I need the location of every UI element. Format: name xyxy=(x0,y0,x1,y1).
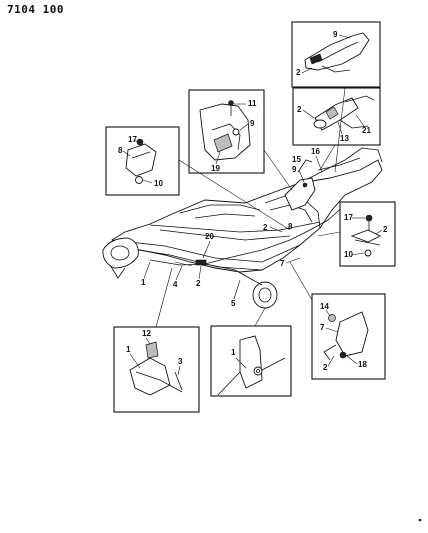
left-callout-8: 8 xyxy=(118,146,123,155)
callout-4: 4 xyxy=(173,280,178,289)
callout-2: 2 xyxy=(196,279,201,288)
callout-15: 15 xyxy=(292,155,301,164)
vehicle-underbody xyxy=(102,147,383,309)
callout-7: 7 xyxy=(280,259,285,268)
left-callout-17: 17 xyxy=(128,135,137,144)
top-callout-9: 9 xyxy=(333,30,338,39)
detail-box-bottom-right: 14 7 2 18 xyxy=(311,293,386,380)
callout-8: 8 xyxy=(288,222,293,231)
br-callout-14: 14 xyxy=(320,302,329,311)
callout-20: 20 xyxy=(205,232,214,241)
callout-9: 9 xyxy=(292,165,297,174)
bracket-callout-9: 9 xyxy=(250,119,255,128)
callout-5: 5 xyxy=(231,299,236,308)
detail-box-pedal: 9 2 xyxy=(291,21,381,88)
bm-callout-1: 1 xyxy=(231,348,236,357)
detail-box-right-clip: 17 2 10 xyxy=(339,201,396,267)
right-callout-10: 10 xyxy=(344,250,353,259)
mid-callout-2: 2 xyxy=(297,105,302,114)
mid-callout-21: 21 xyxy=(362,126,371,135)
callout-1: 1 xyxy=(141,278,146,287)
detail-box-bottom-middle: 1 xyxy=(210,325,292,397)
bl-callout-1: 1 xyxy=(126,345,131,354)
callout-2-right: 2 xyxy=(263,223,268,232)
bl-callout-12: 12 xyxy=(142,329,151,338)
detail-box-cable-end: 2 13 21 xyxy=(292,87,381,146)
br-callout-7: 7 xyxy=(320,323,325,332)
bracket-callout-11: 11 xyxy=(248,99,257,108)
right-callout-2: 2 xyxy=(383,225,388,234)
main-callouts: 1 2 4 5 20 7 2 8 15 9 16 xyxy=(141,147,323,308)
mid-callout-13: 13 xyxy=(340,134,349,143)
detail-box-bottom-left: 12 1 3 xyxy=(113,326,200,413)
right-callout-17: 17 xyxy=(344,213,353,222)
detail-box-left-clip: 17 8 10 xyxy=(105,126,180,196)
callout-16: 16 xyxy=(311,147,320,156)
br-callout-18: 18 xyxy=(358,360,367,369)
br-callout-2: 2 xyxy=(323,363,328,372)
left-callout-10: 10 xyxy=(154,179,163,188)
bl-callout-3: 3 xyxy=(178,357,183,366)
detail-box-bracket: 11 9 19 xyxy=(188,89,265,174)
top-callout-2: 2 xyxy=(296,68,301,77)
figure-number: 7104 100 xyxy=(7,3,64,16)
bracket-callout-19: 19 xyxy=(211,164,220,173)
